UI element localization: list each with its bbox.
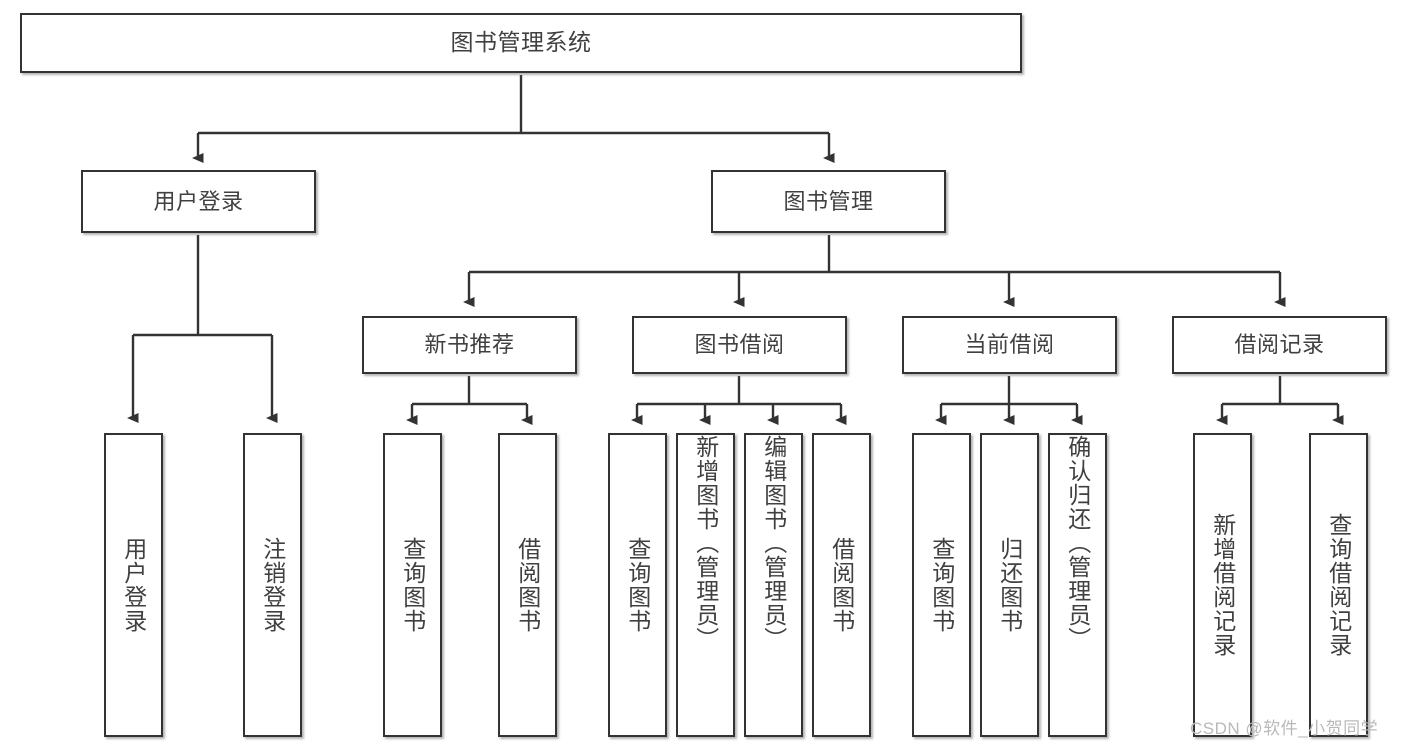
- node-label: 图书管理: [783, 188, 874, 214]
- node-label: 新增图书（管理员）: [692, 435, 719, 651]
- node-label: 借阅记录: [1234, 332, 1325, 358]
- leaf-book-borrow-edit[interactable]: 编辑图书（管理员）: [744, 433, 803, 737]
- node-book-management[interactable]: 图书管理: [711, 170, 946, 233]
- leaf-book-borrow-borrow[interactable]: 借阅图书: [812, 433, 871, 737]
- node-label: 当前借阅: [964, 332, 1055, 358]
- leaf-current-borrow-confirm-return[interactable]: 确认归还（管理员）: [1048, 433, 1107, 737]
- node-label: 借阅图书: [828, 537, 855, 633]
- csdn-watermark: CSDN @软件_小贺同学: [1190, 719, 1379, 738]
- node-borrow-record[interactable]: 借阅记录: [1172, 316, 1387, 374]
- leaf-current-borrow-return[interactable]: 归还图书: [980, 433, 1039, 737]
- node-label: 借阅图书: [514, 537, 541, 633]
- node-label: 归还图书: [996, 537, 1023, 633]
- node-label: 确认归还（管理员）: [1064, 435, 1091, 651]
- node-label: 用户登录: [120, 537, 147, 633]
- leaf-current-borrow-query[interactable]: 查询图书: [912, 433, 971, 737]
- node-label: 图书管理系统: [450, 29, 592, 56]
- leaf-user-login-logout[interactable]: 注销登录: [243, 433, 302, 737]
- node-label: 新书推荐: [424, 332, 515, 358]
- node-label: 图书借阅: [694, 332, 785, 358]
- node-label: 查询图书: [624, 537, 651, 633]
- node-user-login[interactable]: 用户登录: [81, 170, 316, 233]
- node-label: 新增借阅记录: [1209, 513, 1236, 657]
- node-current-borrow[interactable]: 当前借阅: [902, 316, 1117, 374]
- leaf-new-book-query[interactable]: 查询图书: [383, 433, 442, 737]
- leaf-book-borrow-add[interactable]: 新增图书（管理员）: [676, 433, 735, 737]
- node-root-system[interactable]: 图书管理系统: [20, 13, 1022, 73]
- node-label: 查询图书: [399, 537, 426, 633]
- node-label: 用户登录: [153, 188, 244, 214]
- node-label: 注销登录: [259, 537, 286, 633]
- leaf-new-book-borrow[interactable]: 借阅图书: [498, 433, 557, 737]
- node-new-book-recommend[interactable]: 新书推荐: [362, 316, 577, 374]
- node-label: 查询图书: [928, 537, 955, 633]
- node-book-borrow[interactable]: 图书借阅: [632, 316, 847, 374]
- node-label: 编辑图书（管理员）: [760, 435, 787, 651]
- leaf-borrow-record-add[interactable]: 新增借阅记录: [1193, 433, 1252, 737]
- node-label: 查询借阅记录: [1325, 513, 1352, 657]
- leaf-borrow-record-query[interactable]: 查询借阅记录: [1309, 433, 1368, 737]
- leaf-book-borrow-query[interactable]: 查询图书: [608, 433, 667, 737]
- leaf-user-login-login[interactable]: 用户登录: [104, 433, 163, 737]
